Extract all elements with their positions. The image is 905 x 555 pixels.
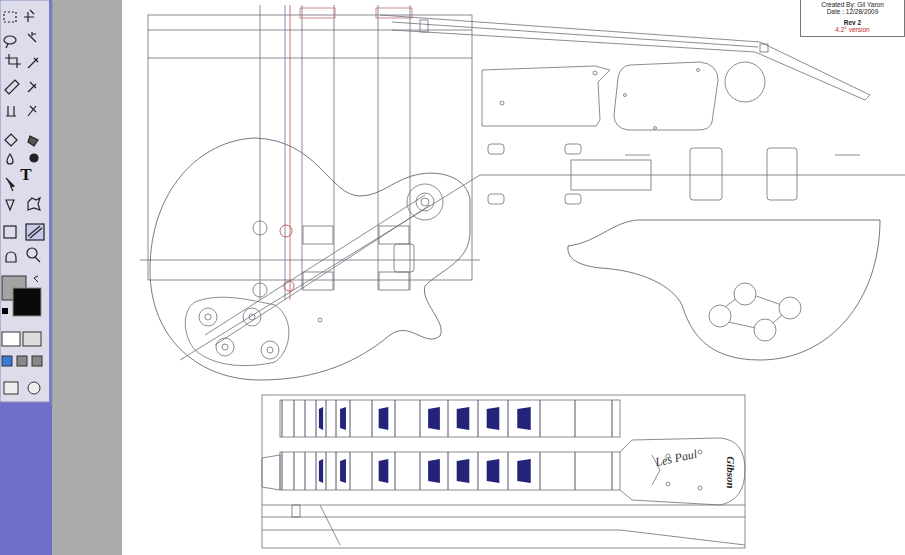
fret-line xyxy=(326,400,327,437)
fret-line xyxy=(350,400,351,437)
fret-inlay xyxy=(457,459,470,483)
fret-line xyxy=(395,452,396,490)
fret-inlay xyxy=(428,407,440,430)
fret-line xyxy=(350,452,351,490)
guitar-body-front xyxy=(140,5,870,380)
fret-inlay xyxy=(319,407,323,430)
fret-line xyxy=(282,400,283,437)
title-block-text: Created By: Gil Yaron xyxy=(803,1,902,8)
fret-inlay xyxy=(379,459,389,483)
fret-inlay xyxy=(340,407,346,430)
fret-inlay xyxy=(379,407,389,430)
fret-line xyxy=(478,452,479,490)
neck-drawing xyxy=(262,395,745,548)
workspace-gray xyxy=(52,0,122,555)
fret-line xyxy=(305,452,306,490)
fret-line xyxy=(420,452,421,490)
fret-line xyxy=(448,452,449,490)
fret-inlay xyxy=(319,459,323,483)
fret-line xyxy=(336,452,337,490)
fret-line xyxy=(478,400,479,437)
type-tool-icon: T xyxy=(20,166,31,183)
title-block-text: Rev 2 xyxy=(803,19,902,26)
fret-line xyxy=(305,400,306,437)
fret-inlay xyxy=(487,407,500,430)
guitar-parts xyxy=(480,62,905,360)
fret-line xyxy=(540,400,541,437)
fret-rows xyxy=(282,400,612,490)
fret-inlay xyxy=(517,459,530,483)
fret-line xyxy=(575,452,576,490)
fret-line xyxy=(448,400,449,437)
fret-line xyxy=(395,400,396,437)
fret-line xyxy=(508,452,509,490)
window-edge xyxy=(0,402,52,555)
fret-line xyxy=(316,452,317,490)
fret-inlay xyxy=(340,459,346,483)
fret-line xyxy=(420,400,421,437)
title-block: Created By: Gil YaronDate : 12/28/2009Re… xyxy=(800,0,905,37)
fret-line xyxy=(508,400,509,437)
fret-line xyxy=(282,452,283,490)
fret-line xyxy=(612,400,613,437)
fret-line xyxy=(294,452,295,490)
fret-line xyxy=(294,400,295,437)
fret-inlay xyxy=(517,407,530,430)
fret-inlay xyxy=(457,407,470,430)
tool-panel xyxy=(0,0,52,402)
fret-line xyxy=(612,452,613,490)
title-block-text: Date : 12/28/2009 xyxy=(803,8,902,15)
fret-line xyxy=(372,400,373,437)
fret-line xyxy=(372,452,373,490)
fret-line xyxy=(540,452,541,490)
brand-logo: Gibson xyxy=(725,456,736,488)
fret-inlay xyxy=(428,459,440,483)
fret-inlay xyxy=(487,459,500,483)
title-block-text: 4.2° version xyxy=(803,26,902,33)
fret-line xyxy=(575,400,576,437)
fret-line xyxy=(316,400,317,437)
fret-line xyxy=(326,452,327,490)
fret-line xyxy=(336,400,337,437)
